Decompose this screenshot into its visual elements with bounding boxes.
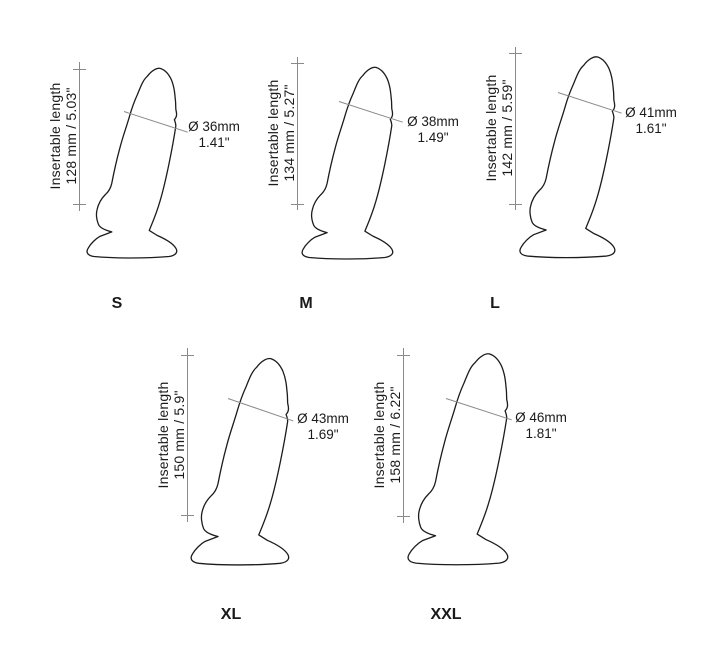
diameter-mm: Ø 38mm: [407, 114, 459, 129]
size-label: XL: [220, 606, 242, 623]
size-label: M: [299, 295, 313, 312]
product-outline-drawing: [407, 353, 509, 566]
diameter-inches: 1.49": [417, 129, 449, 145]
diameter-inches: 1.69": [307, 426, 339, 442]
dimension-tick-top: [181, 355, 194, 356]
dimension-line: [515, 47, 516, 210]
insertable-length-value: 150 mm / 5.9": [171, 390, 187, 480]
size-label: S: [111, 295, 123, 312]
diameter-label: Ø 46mm 1.81": [510, 410, 572, 441]
dimension-line: [297, 57, 298, 210]
dimension-tick-top: [509, 53, 522, 54]
size-label: XXL: [430, 606, 462, 623]
dimension-tick-top: [73, 69, 86, 70]
insertable-length-text: Insertable length: [155, 381, 171, 489]
dimension-tick-bottom: [397, 516, 410, 517]
product-outline-drawing: [190, 357, 290, 566]
size-label: L: [490, 295, 500, 312]
diameter-mm: Ø 41mm: [625, 105, 677, 120]
diameter-label: Ø 43mm 1.69": [292, 411, 354, 442]
insertable-length-label: Insertable length 128 mm / 5.03": [47, 61, 79, 211]
diameter-label: Ø 41mm 1.61": [620, 105, 682, 136]
dimension-line: [403, 348, 404, 523]
dimension-tick-bottom: [509, 204, 522, 205]
diameter-inches: 1.41": [198, 134, 230, 150]
diameter-mm: Ø 43mm: [297, 411, 349, 426]
dimension-tick-bottom: [181, 515, 194, 516]
product-outline-drawing: [519, 56, 616, 259]
insertable-length-text: Insertable length: [483, 74, 499, 182]
insertable-length-value: 128 mm / 5.03": [63, 87, 79, 185]
insertable-length-label: Insertable length 134 mm / 5.27": [265, 58, 297, 208]
dimension-line: [187, 348, 188, 522]
diameter-inches: 1.61": [635, 120, 667, 136]
insertable-length-label: Insertable length 142 mm / 5.59": [483, 53, 515, 203]
insertable-length-label: Insertable length 158 mm / 6.22": [371, 360, 403, 510]
product-outline-drawing: [301, 66, 394, 260]
diameter-label: Ø 36mm 1.41": [183, 119, 245, 150]
insertable-length-text: Insertable length: [47, 82, 63, 190]
insertable-length-text: Insertable length: [371, 381, 387, 489]
dimension-tick-top: [397, 355, 410, 356]
diameter-inches: 1.81": [525, 425, 557, 441]
insertable-length-label: Insertable length 150 mm / 5.9": [155, 360, 187, 510]
product-outline-drawing: [86, 67, 178, 259]
insertable-length-value: 158 mm / 6.22": [387, 386, 403, 484]
dimension-tick-top: [291, 63, 304, 64]
diameter-mm: Ø 36mm: [188, 119, 240, 134]
dimension-tick-bottom: [73, 204, 86, 205]
diameter-label: Ø 38mm 1.49": [402, 114, 464, 145]
diameter-mm: Ø 46mm: [515, 410, 567, 425]
insertable-length-value: 142 mm / 5.59": [499, 79, 515, 177]
dimension-tick-bottom: [291, 204, 304, 205]
insertable-length-text: Insertable length: [265, 79, 281, 187]
insertable-length-value: 134 mm / 5.27": [281, 84, 297, 182]
dimension-line: [79, 62, 80, 211]
